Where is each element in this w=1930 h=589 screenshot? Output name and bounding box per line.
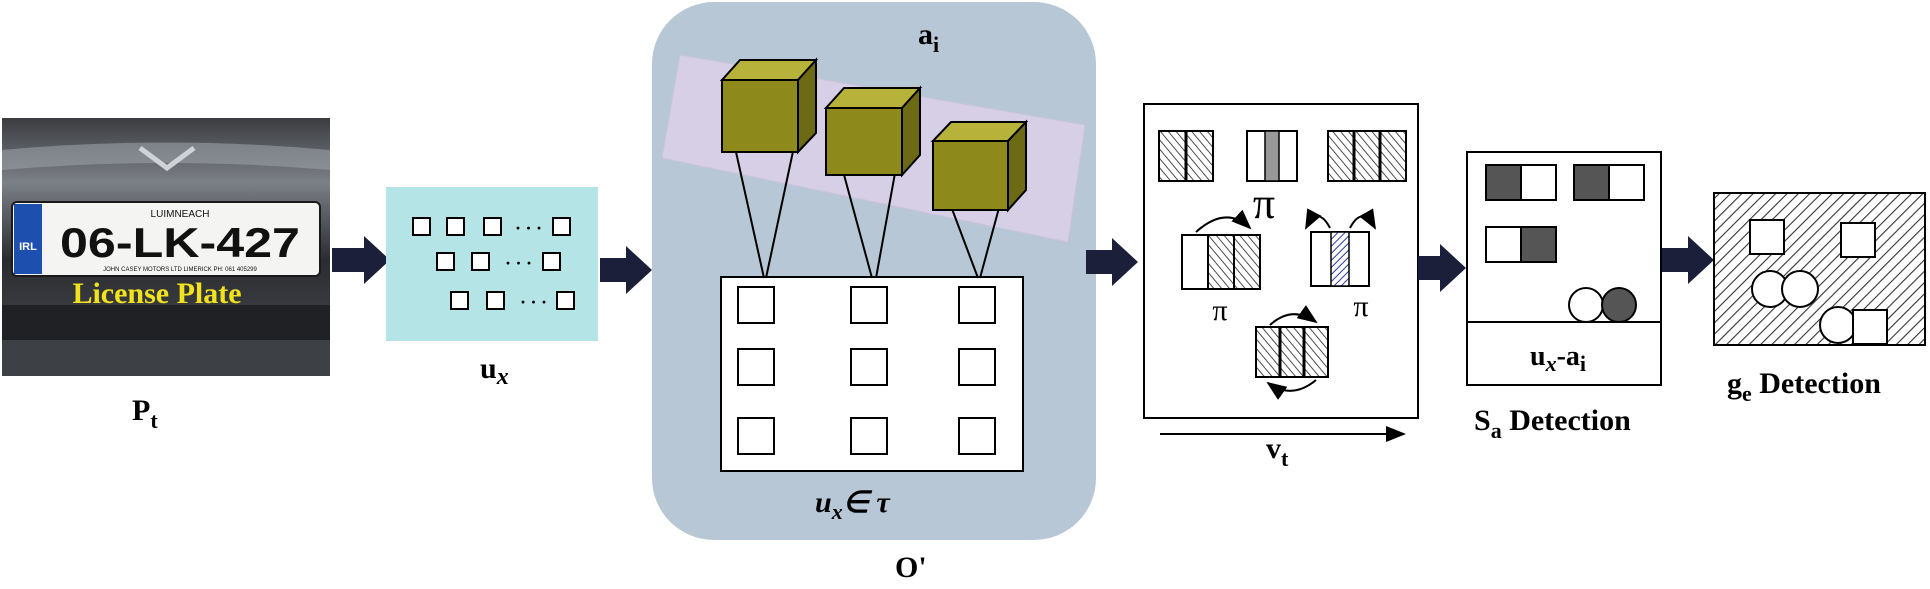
ai-label: ai: [918, 18, 939, 57]
plate-region: LUIMNEACH: [151, 209, 210, 220]
o-prime-panel: [652, 2, 1096, 540]
cube-1: [719, 57, 819, 155]
plate-body: [11, 201, 321, 277]
plate-country-strip: [14, 204, 42, 274]
ellipsis-row-3: · · ·: [520, 292, 547, 312]
sa-panel: [1466, 151, 1662, 386]
ellipsis-row-1: · · ·: [515, 218, 542, 238]
ellipsis-row-2: · · ·: [505, 253, 532, 273]
ge-detection-label: ge Detection: [1727, 367, 1881, 406]
cube-3: [930, 119, 1029, 213]
cube-2: [823, 85, 923, 178]
vt-label: vt: [1266, 432, 1289, 471]
pi-symbol-top: π: [1253, 179, 1275, 228]
arrow-1: [332, 236, 390, 284]
arrow-2: [600, 246, 652, 294]
oprime-label: O': [895, 551, 927, 584]
sa-detection-label: Sa Detection: [1474, 404, 1631, 443]
pi-symbol-right: π: [1353, 290, 1368, 323]
plate-country-code: IRL: [19, 241, 37, 253]
plate-dealer-line: JOHN CASEY MOTORS LTD LIMERICK PH: 061 4…: [103, 267, 257, 273]
ux-label: ux: [480, 352, 509, 390]
license-plate-photo: IRL LUIMNEACH 06-LK-427 JOHN CASEY MOTOR…: [2, 118, 330, 376]
pt-label: Pt: [132, 394, 158, 433]
membership-label: ux∈ τ: [815, 486, 891, 524]
arrow-4: [1418, 244, 1466, 292]
vt-panel: π π π: [1143, 103, 1419, 419]
plate-number: 06-LK-427: [60, 219, 300, 266]
arrow-3: [1086, 238, 1138, 286]
plate-caption: License Plate: [72, 277, 241, 310]
ge-panel: [1713, 192, 1926, 346]
diff-label: ux-ai: [1530, 341, 1586, 376]
arrow-5: [1662, 236, 1714, 284]
ux-panel: · · · · · · · · ·: [386, 187, 598, 341]
pi-symbol-left: π: [1212, 294, 1227, 327]
